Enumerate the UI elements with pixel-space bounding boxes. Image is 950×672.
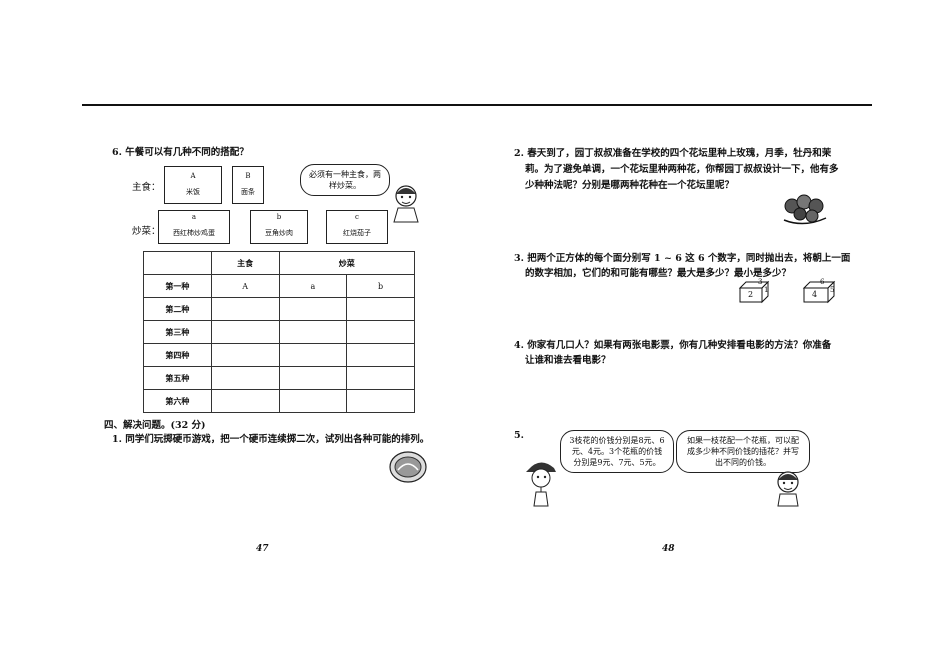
q4-line1: 4. 你家有几口人？如果有两张电影票，你有几种安排看电影的方法？你准备 — [514, 340, 832, 351]
page-number-right: 48 — [662, 544, 675, 554]
q3-line1: 3. 把两个正方体的每个面分别写 1 ~ 6 这 6 个数字，同时抛出去，将朝上… — [514, 253, 851, 264]
table-row: 第二种 — [143, 297, 415, 321]
q4-line2: 让谁和谁去看电影？ — [525, 355, 611, 366]
cube1-side-number: 1 — [764, 286, 769, 294]
table-row: 第三种 — [143, 320, 415, 344]
dish-label: 炒菜： — [132, 226, 161, 237]
q3-line2: 的数字相加，它们的和可能有哪些？最大是多少？最小是多少？ — [525, 268, 792, 279]
q5-bubble-left: 3枝花的价钱分别是8元、6元、4元。3个花瓶的价钱分别是9元、7元、5元。 — [560, 430, 674, 473]
page-number-left: 47 — [256, 544, 269, 554]
coin-icon — [389, 451, 427, 483]
top-rule — [82, 104, 872, 106]
q5-number: 5. — [514, 430, 524, 441]
boy-cartoon-icon — [526, 462, 556, 507]
table-row: 第四种 — [143, 343, 415, 367]
dish-box-c: c 红烧茄子 — [326, 210, 388, 244]
q6-bubble: 必须有一种主食，两样炒菜。 — [300, 164, 390, 196]
girl-cartoon-icon — [393, 185, 419, 223]
q2-line3: 少种种法呢？分别是哪两种花种在一个花坛里呢？ — [525, 180, 735, 191]
table-row: 第六种 — [143, 389, 415, 413]
staple-box-b: B 面条 — [232, 166, 264, 204]
q6-title: 6. 午餐可以有几种不同的搭配？ — [112, 147, 249, 158]
staple-label: 主食： — [132, 182, 161, 193]
section-4-heading: 四、解决问题。(32 分) — [104, 420, 206, 431]
q2-line1: 2. 春天到了，园丁叔叔准备在学校的四个花坛里种上玫瑰，月季，牡丹和茉 — [514, 148, 832, 159]
dish-box-a: a 西红柿炒鸡蛋 — [158, 210, 230, 244]
girl-cartoon-icon-2 — [777, 471, 799, 507]
dish-box-b: b 豆角炒肉 — [250, 210, 308, 244]
combination-table: 主食 炒菜 第一种 A a b 第二种 第三种 第四种 第五种 第六种 — [143, 251, 416, 413]
table-header-row: 主食 炒菜 — [143, 251, 416, 275]
q1-text: 1. 同学们玩掷硬币游戏，把一个硬币连续掷二次，试列出各种可能的排列。 — [112, 434, 430, 445]
q5-bubble-right: 如果一枝花配一个花瓶，可以配成多少种不同价钱的插花？并写出不同的价钱。 — [676, 430, 810, 473]
cube-diagram-2 — [802, 280, 836, 304]
cube2-top-number: 6 — [820, 278, 825, 286]
cube2-front-number: 4 — [812, 290, 818, 299]
cube1-top-number: 3 — [758, 278, 763, 286]
cube-diagram-1 — [738, 280, 770, 304]
table-row: 第一种 A a b — [143, 274, 415, 298]
table-row: 第五种 — [143, 366, 415, 390]
flower-bouquet-icon — [783, 194, 827, 225]
cube1-front-number: 2 — [748, 290, 754, 299]
staple-box-a: A 米饭 — [164, 166, 222, 204]
q2-line2: 莉。为了避免单调，一个花坛里种两种花，你帮园丁叔叔设计一下，他有多 — [525, 164, 839, 175]
cube2-side-number: 5 — [830, 286, 835, 294]
